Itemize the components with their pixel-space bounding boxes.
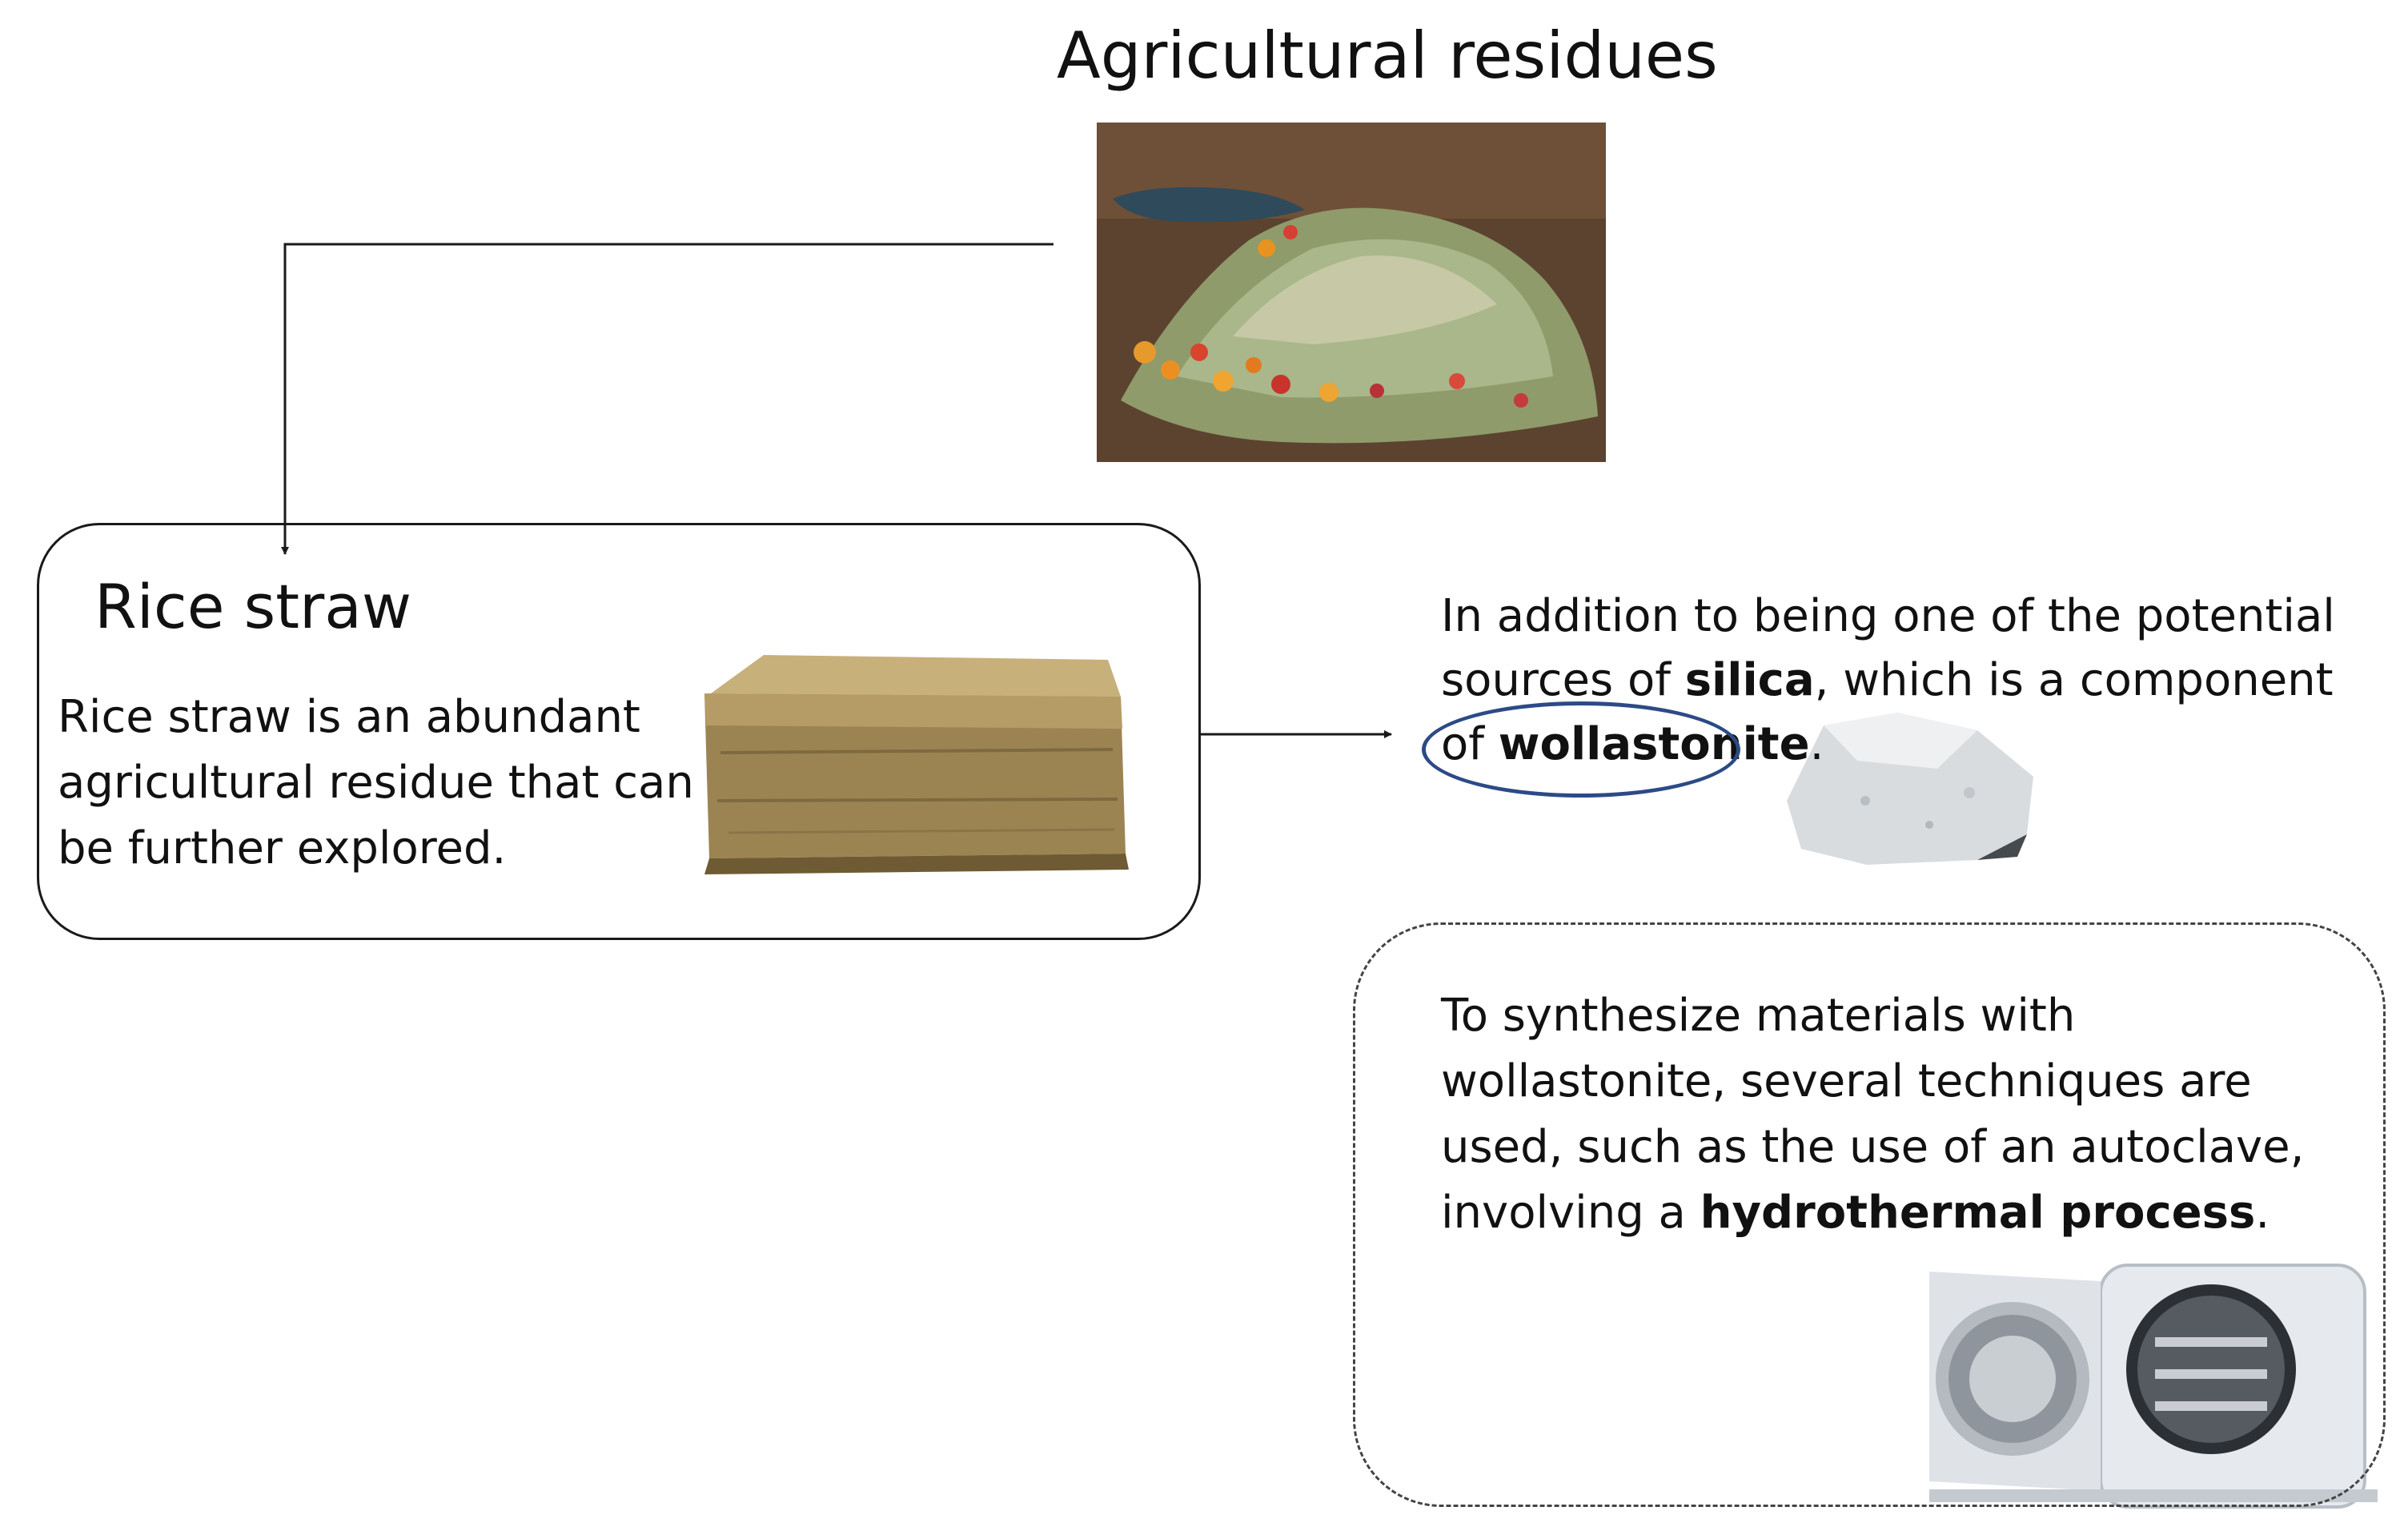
diagram-title: Agricultural residues xyxy=(1057,18,1718,93)
wollastonite-highlight-ellipse xyxy=(1422,701,1740,798)
residues-to-rice-straw-arrow xyxy=(281,243,1054,555)
synthesis-panel xyxy=(1353,922,2386,1507)
silica-note-intro: In addition to being one of the potentia… xyxy=(1441,590,2335,706)
synthesis-note: To synthesize materials with wollastonit… xyxy=(1441,983,2362,1246)
synthesis-note-end: . xyxy=(2255,1187,2270,1239)
silica-note-end: . xyxy=(1809,718,1824,770)
wollastonite-rock-image xyxy=(1787,713,2033,865)
hydrothermal-process-term: hydrothermal process xyxy=(1700,1187,2256,1239)
rice-straw-description: Rice straw is an abundant agricultural r… xyxy=(58,691,694,874)
rice-straw-heading: Rice straw xyxy=(94,571,411,642)
rice-straw-panel xyxy=(37,523,1201,940)
agricultural-residues-image xyxy=(1097,123,1606,462)
rice-straw-image xyxy=(704,655,1129,874)
synthesis-note-intro: To synthesize materials with wollastonit… xyxy=(1441,990,2305,1239)
silica-term: silica xyxy=(1684,654,1815,706)
